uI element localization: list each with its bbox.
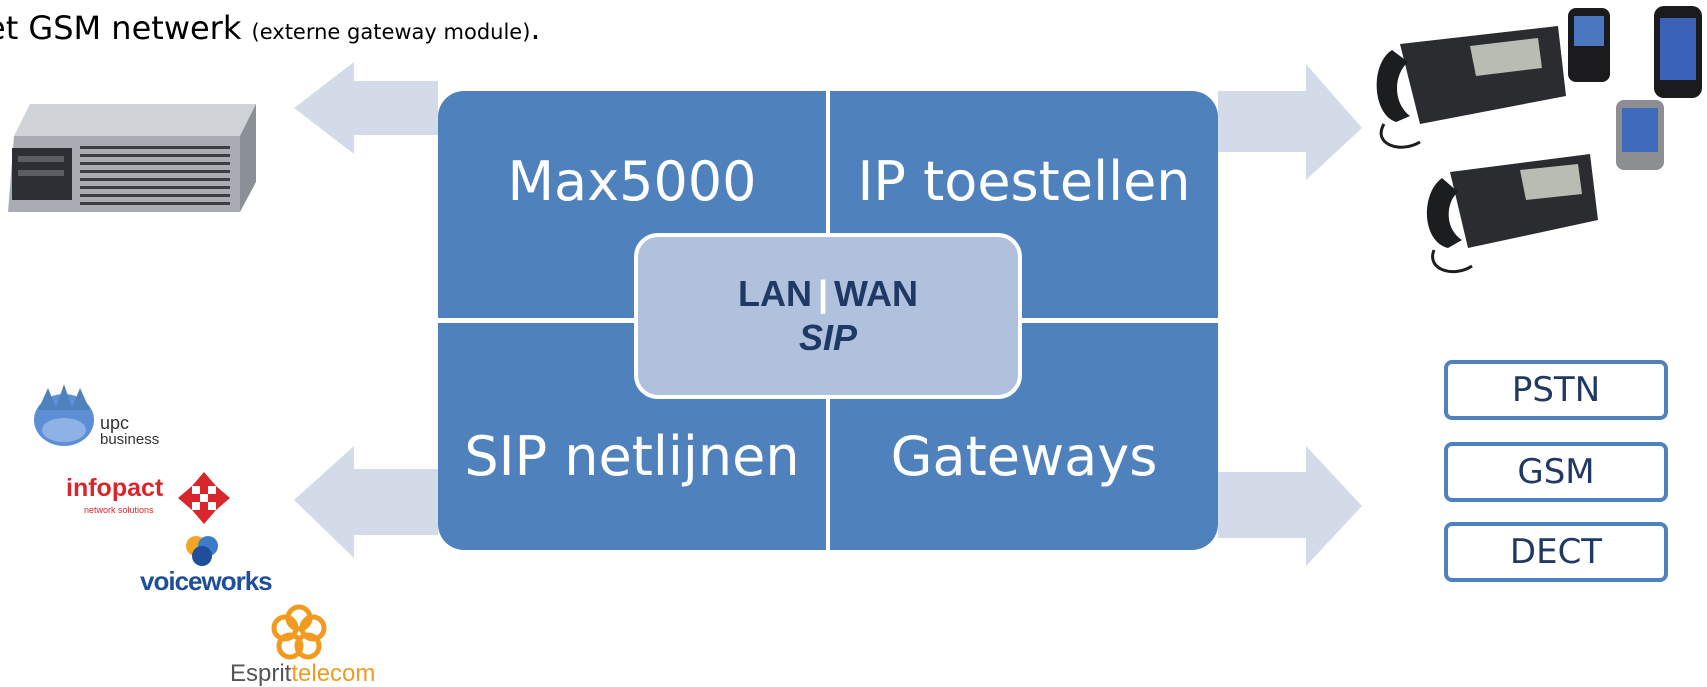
protocol-box-pstn: PSTN bbox=[1444, 360, 1668, 420]
upc-text: upc bbox=[100, 413, 130, 433]
arrow-top-left bbox=[294, 62, 438, 154]
infopact-logo: infopact network solutions bbox=[62, 470, 234, 528]
protocol-box-gsm: GSM bbox=[1444, 442, 1668, 502]
header-note: (externe gateway module) bbox=[251, 20, 531, 44]
esprit-telecom-word: telecom bbox=[291, 660, 376, 687]
infopact-arrows-icon bbox=[178, 472, 230, 524]
voiceworks-text: voiceworks bbox=[140, 566, 273, 596]
header-main: et GSM netwerk bbox=[0, 9, 242, 47]
esprit-flower-icon bbox=[271, 604, 327, 660]
esprit-word: Esprit bbox=[230, 660, 292, 687]
protocol-box-dect: DECT bbox=[1444, 522, 1668, 582]
center-protocol: SIP bbox=[798, 317, 858, 358]
center-separator: | bbox=[817, 273, 829, 314]
esprit-text: Esprittelecom bbox=[230, 662, 375, 686]
infopact-subtext: network solutions bbox=[84, 505, 154, 515]
central-matrix: Max5000 IP toestellen SIP netlijnen Gate… bbox=[438, 91, 1218, 550]
arrow-bottom-right bbox=[1218, 446, 1362, 566]
arrow-top-right bbox=[1218, 64, 1362, 180]
center-lan: LAN bbox=[737, 273, 812, 314]
center-network-box: LAN|WAN SIP bbox=[634, 233, 1022, 399]
infopact-text: infopact bbox=[66, 474, 164, 502]
server-icon bbox=[8, 104, 256, 212]
upc-icon bbox=[34, 384, 94, 446]
upc-subtext: business bbox=[100, 431, 160, 448]
upc-logo: upc business bbox=[28, 380, 178, 454]
header-line: et GSM netwerk (externe gateway module). bbox=[0, 12, 541, 44]
arrow-bottom-left bbox=[294, 446, 438, 558]
voiceworks-logo: voiceworks bbox=[140, 534, 273, 598]
esprit-telecom-logo: Esprittelecom bbox=[226, 604, 386, 686]
voiceworks-icon bbox=[186, 536, 218, 566]
header-period: . bbox=[530, 9, 541, 47]
center-lan-wan: LAN|WAN bbox=[738, 273, 918, 315]
desk-phone-icon bbox=[1376, 6, 1702, 274]
center-wan: WAN bbox=[834, 273, 919, 314]
